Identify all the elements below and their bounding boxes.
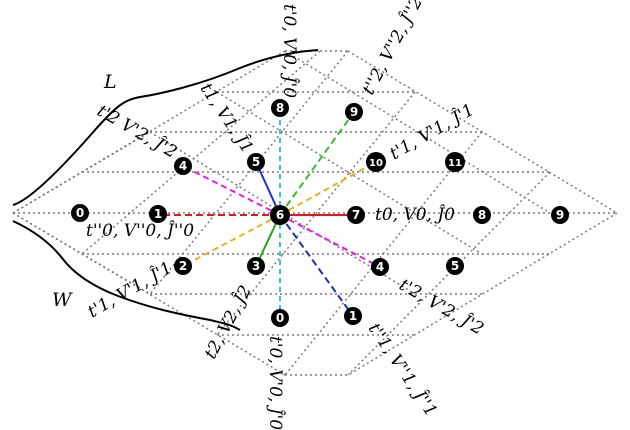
bond-orange-right — [279, 161, 377, 216]
svg-text:4: 4 — [376, 260, 384, 274]
label-W: W — [52, 289, 73, 311]
svg-text:9: 9 — [556, 208, 564, 222]
svg-text:3: 3 — [252, 259, 260, 273]
bond-blue-dashed — [279, 214, 354, 317]
label-t2p-V2p-J2p-right: t'2, V'2, Ĵ'2 — [396, 275, 487, 339]
node-8-right: 8 — [473, 206, 491, 224]
grid-diag-b4 — [284, 50, 551, 214]
node-10: 10 — [366, 152, 386, 172]
bond-magenta-right — [279, 214, 381, 268]
node-4-left: 4 — [174, 157, 192, 175]
label-t1-V1-J1: t1, V1, Ĵ1 — [196, 80, 257, 158]
node-9-top: 9 — [345, 103, 363, 121]
svg-text:0: 0 — [276, 311, 284, 325]
label-t0-V0-J0: t0, V0, Ĵ0 — [375, 205, 455, 225]
grid-diag-a1 — [81, 50, 321, 255]
node-3: 3 — [247, 257, 265, 275]
svg-text:1: 1 — [154, 207, 162, 221]
label-t2pp-V2pp-J2pp: t''2, V''2, Ĵ''2 — [359, 0, 427, 98]
svg-text:7: 7 — [352, 208, 360, 222]
grid-diag-a6 — [347, 212, 618, 376]
bond-orange-left — [182, 214, 281, 267]
grid-diag-a4 — [284, 131, 483, 376]
node-0-left: 0 — [71, 204, 89, 222]
node-4-lower: 4 — [371, 258, 389, 276]
label-t0p-bottom-vertical: t'0, V'0, Ĵ'0 — [265, 336, 285, 430]
node-2: 2 — [174, 257, 192, 275]
label-t0pp-V0pp-J0pp: t''0, V''0, Ĵ''0 — [86, 221, 194, 241]
svg-text:10: 10 — [369, 158, 383, 169]
label-top-vertical: t'0, V'0, Ĵ'0 — [279, 4, 299, 98]
nodes: 8 9 5 4 10 11 0 1 6 7 8 9 2 3 4 5 0 1 — [71, 99, 569, 327]
node-11: 11 — [445, 152, 465, 172]
brace-W — [12, 220, 241, 331]
svg-text:9: 9 — [350, 105, 358, 119]
node-1-left: 1 — [149, 205, 167, 223]
svg-text:6: 6 — [276, 208, 284, 222]
svg-text:0: 0 — [76, 206, 84, 220]
node-9-right: 9 — [551, 206, 569, 224]
label-t2p-V2p-J2p-left: t'2 V'2, Ĵ'2 — [94, 101, 181, 163]
bond-magenta-left — [182, 165, 281, 216]
svg-text:11: 11 — [448, 158, 462, 169]
node-5-upper: 5 — [247, 153, 265, 171]
grid-diag-a3 — [216, 91, 416, 336]
grid-diag-a2 — [149, 50, 349, 295]
node-6-center: 6 — [270, 205, 290, 225]
node-5-lower: 5 — [446, 257, 464, 275]
brace-L — [12, 49, 319, 206]
svg-text:8: 8 — [276, 101, 284, 115]
label-L: L — [103, 71, 117, 93]
svg-text:5: 5 — [252, 155, 260, 169]
label-t1p-V1p-J1p-left: t'1, V'1, Ĵ'1 — [85, 258, 176, 322]
lattice-grid — [12, 50, 618, 376]
svg-text:8: 8 — [478, 208, 486, 222]
grid-diag-b0 — [347, 50, 618, 214]
svg-text:4: 4 — [179, 159, 187, 173]
node-7: 7 — [347, 206, 365, 224]
node-8-top: 8 — [271, 99, 289, 117]
grid-diag-b3 — [216, 91, 483, 255]
bond-green-dashed — [279, 111, 355, 216]
label-t2-V2-J2: t2, V2, Ĵ2 — [201, 282, 256, 362]
node-1-bottom: 1 — [344, 307, 362, 325]
svg-text:1: 1 — [349, 309, 357, 323]
svg-text:2: 2 — [179, 259, 187, 273]
node-0-bottom: 0 — [271, 309, 289, 327]
svg-text:5: 5 — [451, 259, 459, 273]
